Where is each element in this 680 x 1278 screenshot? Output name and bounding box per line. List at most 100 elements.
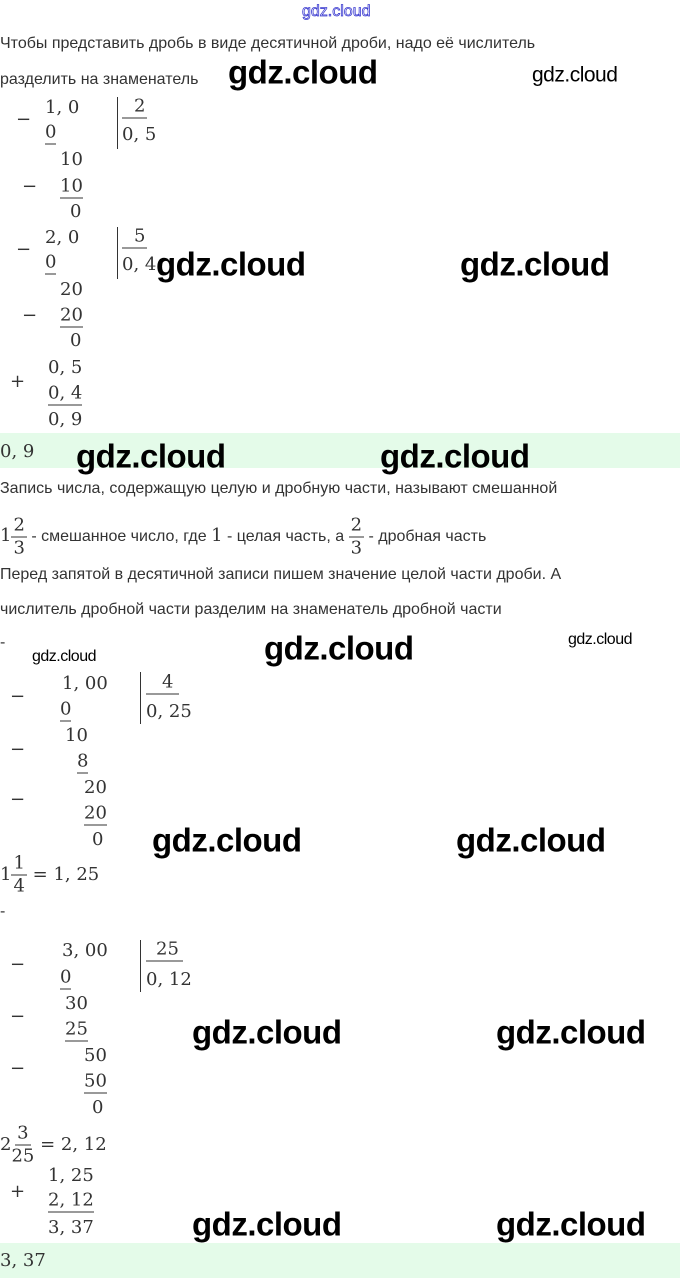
subtrahend: 20 bbox=[84, 802, 107, 826]
division-bar bbox=[140, 940, 141, 992]
denominator: 4 bbox=[13, 875, 25, 897]
plus-sign: + bbox=[10, 371, 26, 392]
quotient: 0, 4 bbox=[122, 254, 157, 275]
watermark: gdz.cloud bbox=[496, 1013, 646, 1051]
subtrahend: 20 bbox=[60, 304, 83, 328]
subtrahend: 10 bbox=[60, 175, 83, 199]
remainder: 0 bbox=[70, 330, 82, 351]
subtrahend: 8 bbox=[77, 750, 89, 774]
dash: - bbox=[0, 903, 6, 920]
subtrahend: 0 bbox=[60, 698, 72, 722]
equation-result: = 2, 12 bbox=[40, 1134, 107, 1155]
addend: 2, 12 bbox=[48, 1189, 94, 1213]
divisor: 5 bbox=[122, 227, 148, 249]
division-bar bbox=[117, 97, 118, 149]
numerator: 3 bbox=[15, 1122, 31, 1146]
denominator: 3 bbox=[13, 537, 25, 559]
remainder: 10 bbox=[65, 725, 88, 746]
watermark: gdz.cloud bbox=[568, 631, 633, 648]
minus-sign: − bbox=[22, 176, 38, 197]
dividend: 1, 0 bbox=[45, 97, 80, 118]
quotient: 0, 5 bbox=[122, 124, 157, 145]
dividend: 1, 00 bbox=[62, 673, 108, 694]
watermark: gdz.cloud bbox=[76, 437, 226, 475]
whole-part: 1 bbox=[211, 525, 223, 547]
answer-highlight bbox=[0, 433, 680, 468]
explanation-text: числитель дробной части разделим на знам… bbox=[0, 601, 502, 618]
remainder: 20 bbox=[84, 777, 107, 798]
divisor: 4 bbox=[146, 673, 180, 695]
minus-sign: − bbox=[10, 1006, 26, 1027]
addend: 1, 25 bbox=[48, 1165, 94, 1186]
divisor: 25 bbox=[146, 940, 183, 962]
whole: 2 bbox=[0, 1134, 12, 1155]
equation-result: = 1, 25 bbox=[32, 864, 100, 885]
numerator: 2 bbox=[11, 514, 27, 538]
sum-result: 0, 9 bbox=[48, 409, 83, 430]
watermark: gdz.cloud bbox=[496, 1205, 646, 1243]
remainder: 20 bbox=[60, 279, 83, 300]
text: - дробная часть bbox=[368, 528, 487, 546]
watermark: gdz.cloud bbox=[532, 63, 618, 87]
sum-result: 3, 37 bbox=[48, 1217, 94, 1238]
minus-sign: − bbox=[16, 109, 32, 130]
answer-highlight bbox=[0, 1243, 680, 1278]
watermark-logo: gdz.cloud bbox=[302, 3, 371, 21]
quotient: 0, 25 bbox=[146, 701, 192, 722]
watermark: gdz.cloud bbox=[156, 245, 306, 283]
watermark: gdz.cloud bbox=[192, 1205, 342, 1243]
division-bar bbox=[140, 672, 141, 724]
explanation-text: Перед запятой в десятичной записи пишем … bbox=[0, 566, 562, 583]
intro-text: Чтобы представить дробь в виде десятично… bbox=[0, 35, 536, 52]
watermark: gdz.cloud bbox=[192, 1013, 342, 1051]
minus-sign: − bbox=[10, 739, 26, 760]
addend: 0, 5 bbox=[48, 357, 83, 378]
remainder: 0 bbox=[92, 1097, 104, 1118]
subtrahend: 50 bbox=[84, 1070, 107, 1094]
minus-sign: − bbox=[10, 954, 26, 975]
remainder: 50 bbox=[84, 1045, 107, 1066]
subtrahend: 0 bbox=[60, 966, 72, 990]
divisor: 2 bbox=[122, 97, 148, 119]
whole: 1 bbox=[0, 864, 12, 885]
remainder: 30 bbox=[65, 993, 88, 1014]
text: - целая часть, а bbox=[226, 528, 345, 546]
minus-sign: − bbox=[10, 789, 26, 810]
subtrahend: 0 bbox=[45, 251, 57, 275]
plus-sign: + bbox=[10, 1181, 26, 1202]
addend: 0, 4 bbox=[48, 382, 83, 406]
division-bar bbox=[117, 227, 118, 279]
watermark: gdz.cloud bbox=[456, 821, 606, 859]
intro-text: разделить на знаменатель bbox=[0, 71, 199, 88]
minus-sign: − bbox=[10, 1058, 26, 1079]
minus-sign: − bbox=[22, 305, 38, 326]
dividend: 3, 00 bbox=[62, 940, 108, 961]
quotient: 0, 12 bbox=[146, 969, 192, 990]
numerator: 1 bbox=[11, 852, 27, 876]
denominator: 3 bbox=[350, 537, 363, 559]
explanation-text: Запись числа, содержащую целую и дробную… bbox=[0, 480, 558, 497]
watermark: gdz.cloud bbox=[264, 629, 414, 667]
watermark: gdz.cloud bbox=[380, 437, 530, 475]
subtrahend: 25 bbox=[65, 1018, 88, 1042]
text: - смешанное число, где bbox=[31, 528, 207, 546]
denominator: 25 bbox=[11, 1145, 35, 1167]
watermark: gdz.cloud bbox=[32, 648, 97, 665]
remainder: 10 bbox=[60, 149, 83, 170]
whole: 1 bbox=[0, 525, 12, 547]
remainder: 0 bbox=[92, 829, 104, 850]
dash: - bbox=[0, 634, 6, 651]
minus-sign: − bbox=[16, 239, 32, 260]
minus-sign: − bbox=[10, 686, 26, 707]
answer: 0, 9 bbox=[0, 441, 35, 462]
watermark: gdz.cloud bbox=[152, 821, 302, 859]
watermark: gdz.cloud bbox=[460, 245, 610, 283]
subtrahend: 0 bbox=[45, 121, 57, 145]
